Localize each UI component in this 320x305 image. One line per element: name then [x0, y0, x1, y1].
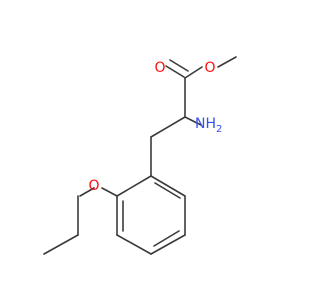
atom-labels: O O NH2 O: [88, 60, 222, 194]
bond-ester-oxygen-carbonyl: [184, 66, 203, 79]
bonds: [43, 56, 237, 255]
carbonyl-oxygen-label: O: [154, 60, 165, 76]
bond-alpha-methylene: [150, 116, 186, 138]
bond-carbonyl-double-b: [169, 59, 189, 72]
amine-symbol: NH: [195, 116, 216, 132]
ether-oxygen-label: O: [88, 178, 99, 194]
bond-ether-oxygen-ring-side: [79, 187, 95, 197]
bond-ring-6-1: [116, 175, 152, 197]
bond-ring-3-4: [150, 234, 186, 255]
structure-canvas: O O NH2 O: [43, 56, 237, 255]
amine-hydrogen-subscript: 2: [216, 124, 222, 135]
bond-ethyl-methyl: [43, 234, 79, 255]
bond-ring-1-2: [150, 175, 186, 197]
bond-ring-inner-a: [154, 182, 181, 199]
bond-ring-ether-oxygen: [101, 187, 118, 197]
bond-ring-inner-b: [153, 230, 180, 247]
molecule-diagram: O O NH2 O: [43, 56, 237, 255]
ester-oxygen-label: O: [204, 60, 215, 76]
bond-carbonyl-double-a: [165, 65, 185, 78]
bond-methyl-ester-oxygen: [217, 56, 237, 68]
bond-ring-4-5: [116, 234, 152, 255]
amine-label: NH2: [195, 116, 222, 135]
bond-alpha-nitrogen: [184, 116, 202, 126]
